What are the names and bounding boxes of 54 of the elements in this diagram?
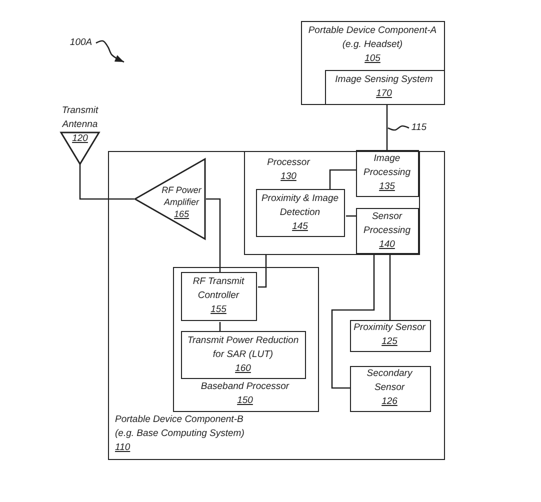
reference-numeral: 155 xyxy=(210,303,228,317)
connector-line xyxy=(386,105,388,151)
connector-line xyxy=(331,255,375,389)
connector-line xyxy=(346,215,357,217)
block-title: Portable Device Component-A xyxy=(307,24,438,38)
sensor-box xyxy=(350,366,430,412)
subsystem-box xyxy=(324,70,444,104)
connector-line xyxy=(206,198,221,273)
connector-line xyxy=(79,164,134,200)
reference-numeral: 140 xyxy=(378,238,396,252)
block-title: Image Sensing System xyxy=(334,72,434,86)
module-box xyxy=(181,331,306,379)
block-title: Image Processing xyxy=(362,152,412,180)
reference-numeral: 126 xyxy=(380,395,398,409)
reference-numeral: 125 xyxy=(380,335,398,349)
block-title: Proximity Sensor xyxy=(352,321,427,335)
block-title: Proximity & Image Detection xyxy=(260,192,340,220)
block-title: Transmit Antenna xyxy=(60,104,100,132)
reference-numeral: 110 xyxy=(115,441,132,455)
connector-line xyxy=(219,322,221,332)
module-box xyxy=(256,189,345,237)
reference-numeral: 130 xyxy=(280,170,298,184)
processor-box xyxy=(244,150,420,254)
block-title: Baseband Processor xyxy=(200,380,290,394)
component-box xyxy=(108,151,445,460)
module-box xyxy=(356,150,419,197)
leader-line xyxy=(388,125,410,131)
module-box xyxy=(181,272,257,321)
reference-numeral: 165 xyxy=(172,208,190,220)
block-title: RF Power Amplifier xyxy=(160,184,203,208)
reference-numeral: 150 xyxy=(236,394,254,408)
reference-numeral: 105 xyxy=(364,52,382,66)
example-note: (e.g. Base Computing System) xyxy=(115,427,246,441)
reference-numeral: 170 xyxy=(375,86,393,100)
reference-numeral: 145 xyxy=(291,220,309,234)
reference-numeral: 115 xyxy=(409,121,429,135)
block-title: Transmit Power Reduction for SAR (LUT) xyxy=(186,334,300,362)
figure-reference: 100A xyxy=(66,36,96,50)
connector-line xyxy=(329,169,357,190)
connector-line xyxy=(258,255,267,288)
component-box xyxy=(301,21,445,105)
block-title: Processor xyxy=(266,156,312,170)
connector-line xyxy=(389,255,391,320)
block-title: Portable Device Component-B xyxy=(115,413,244,427)
reference-numeral: 135 xyxy=(378,180,396,194)
module-box xyxy=(356,208,419,254)
reference-numeral: 160 xyxy=(234,362,252,376)
example-note: (e.g. Headset) xyxy=(341,38,404,52)
reference-numeral: 120 xyxy=(71,132,89,146)
processor-box xyxy=(172,266,318,412)
block-title: Secondary Sensor xyxy=(366,367,414,395)
sensor-box xyxy=(350,320,430,352)
block-title: Sensor Processing xyxy=(362,210,412,238)
block-title: RF Transmit Controller xyxy=(192,275,246,303)
